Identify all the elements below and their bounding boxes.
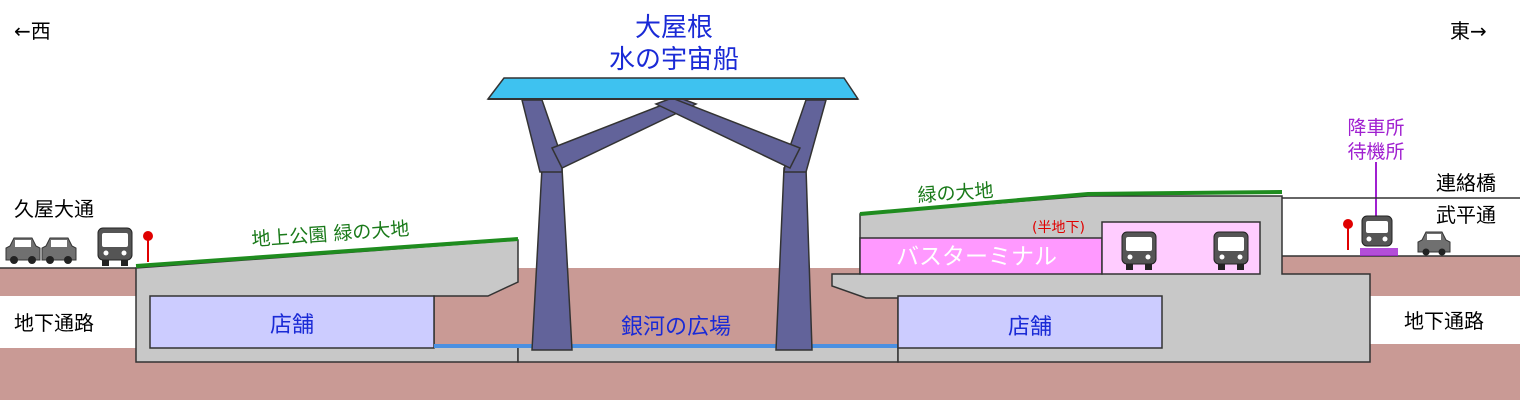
bus-icon <box>97 227 133 266</box>
bus-terminal-label: バスターミナル <box>896 244 1057 270</box>
bus-icon <box>1121 231 1157 270</box>
left-green-roof <box>135 237 519 268</box>
roof-title-line2: 水の宇宙船 <box>609 45 739 75</box>
stop-label-line1: 降車所 <box>1347 117 1404 139</box>
bus-stop-sign-icon <box>1343 219 1353 250</box>
left-park-label: 地上公園 緑の大地 <box>251 218 410 251</box>
bus-icon <box>1361 215 1393 247</box>
right-brace <box>654 97 802 169</box>
roof-canopy <box>486 77 860 100</box>
left-shop-label: 店舗 <box>270 313 314 338</box>
bus-icon <box>1213 231 1249 270</box>
car-icon <box>5 237 41 264</box>
car-icon <box>1417 231 1451 256</box>
right-column <box>775 167 813 351</box>
right-underpass-label: 地下通路 <box>1404 309 1484 333</box>
half-underground-label: (半地下) <box>1032 220 1085 236</box>
compass-west: ←西 <box>14 19 51 43</box>
stop-platform <box>1360 248 1398 256</box>
right-street-label: 武平通 <box>1436 203 1496 227</box>
stop-label-line2: 待機所 <box>1347 141 1404 163</box>
left-street-label: 久屋大通 <box>14 197 94 221</box>
plaza-label: 銀河の広場 <box>621 315 731 340</box>
left-underpass-passage <box>0 296 136 348</box>
car-icon <box>41 237 77 264</box>
right-green-roof <box>859 190 1283 216</box>
left-shop-block <box>149 295 435 349</box>
bus-stop-sign-icon <box>143 231 153 262</box>
left-underpass-label: 地下通路 <box>14 311 94 335</box>
left-brace <box>550 97 698 169</box>
compass-east: 東→ <box>1450 19 1487 43</box>
left-column-upper <box>521 99 563 173</box>
bus-terminal-hall <box>859 237 1103 275</box>
right-shop-label: 店舗 <box>1008 315 1052 340</box>
right-shop-block <box>897 295 1163 349</box>
plaza-floor <box>517 345 899 363</box>
bridge-label: 連絡橋 <box>1436 171 1496 195</box>
left-column <box>531 167 573 351</box>
right-underpass-passage <box>1370 296 1520 344</box>
roof-title-line1: 大屋根 <box>635 13 713 43</box>
right-green-label: 緑の大地 <box>917 180 994 207</box>
